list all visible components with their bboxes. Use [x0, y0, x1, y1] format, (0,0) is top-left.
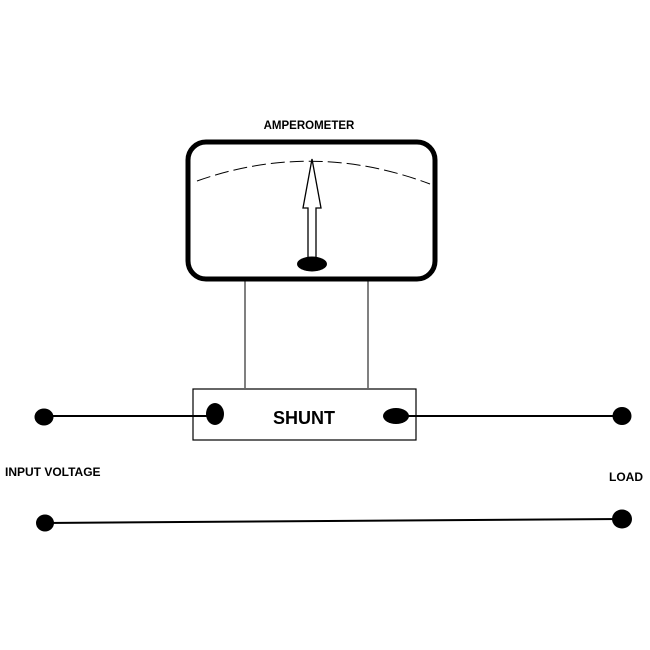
meter-needle-pivot — [297, 256, 327, 272]
amperometer-label: AMPEROMETER — [264, 120, 355, 132]
load-terminal-bottom — [612, 509, 632, 529]
shunt-label: SHUNT — [273, 408, 335, 428]
shunt-terminal-left — [206, 403, 224, 425]
load-terminal-top — [612, 407, 632, 425]
input-voltage-label: INPUT VOLTAGE — [5, 465, 101, 479]
shunt-terminal-right — [383, 408, 409, 424]
load-label: LOAD — [609, 470, 643, 484]
input-terminal-top — [34, 408, 54, 426]
meter-scale-arc — [196, 160, 431, 185]
bottom-wire — [44, 518, 623, 524]
meter-needle — [302, 158, 322, 263]
shunt-box — [192, 388, 417, 441]
input-terminal-bottom — [36, 514, 54, 532]
